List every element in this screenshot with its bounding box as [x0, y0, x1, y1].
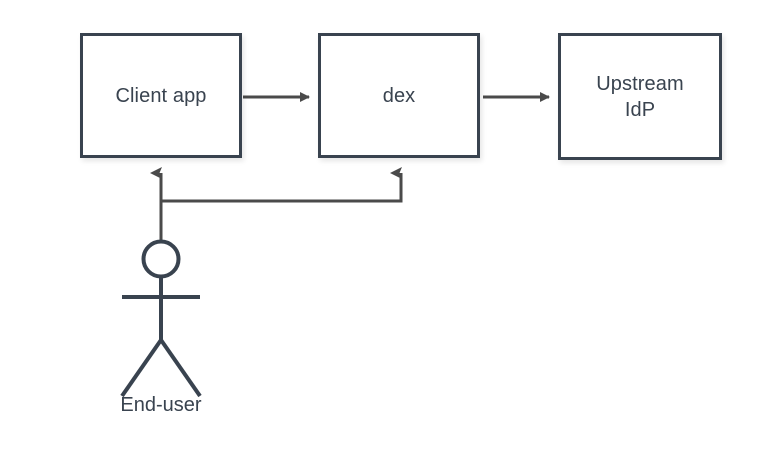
node-upstream-idp-label: Upstream IdP [596, 72, 684, 121]
connector-end-user-to-dex [161, 167, 403, 203]
node-dex-label: dex [382, 84, 416, 107]
actor-end-user-label: End-user [120, 394, 202, 416]
node-upstream-idp[interactable]: Upstream IdP [558, 33, 722, 160]
node-client-app[interactable]: Client app [80, 33, 242, 158]
node-client-app-label: Client app [115, 84, 207, 107]
actor-stick-figure [120, 239, 202, 398]
node-dex[interactable]: dex [318, 33, 480, 158]
